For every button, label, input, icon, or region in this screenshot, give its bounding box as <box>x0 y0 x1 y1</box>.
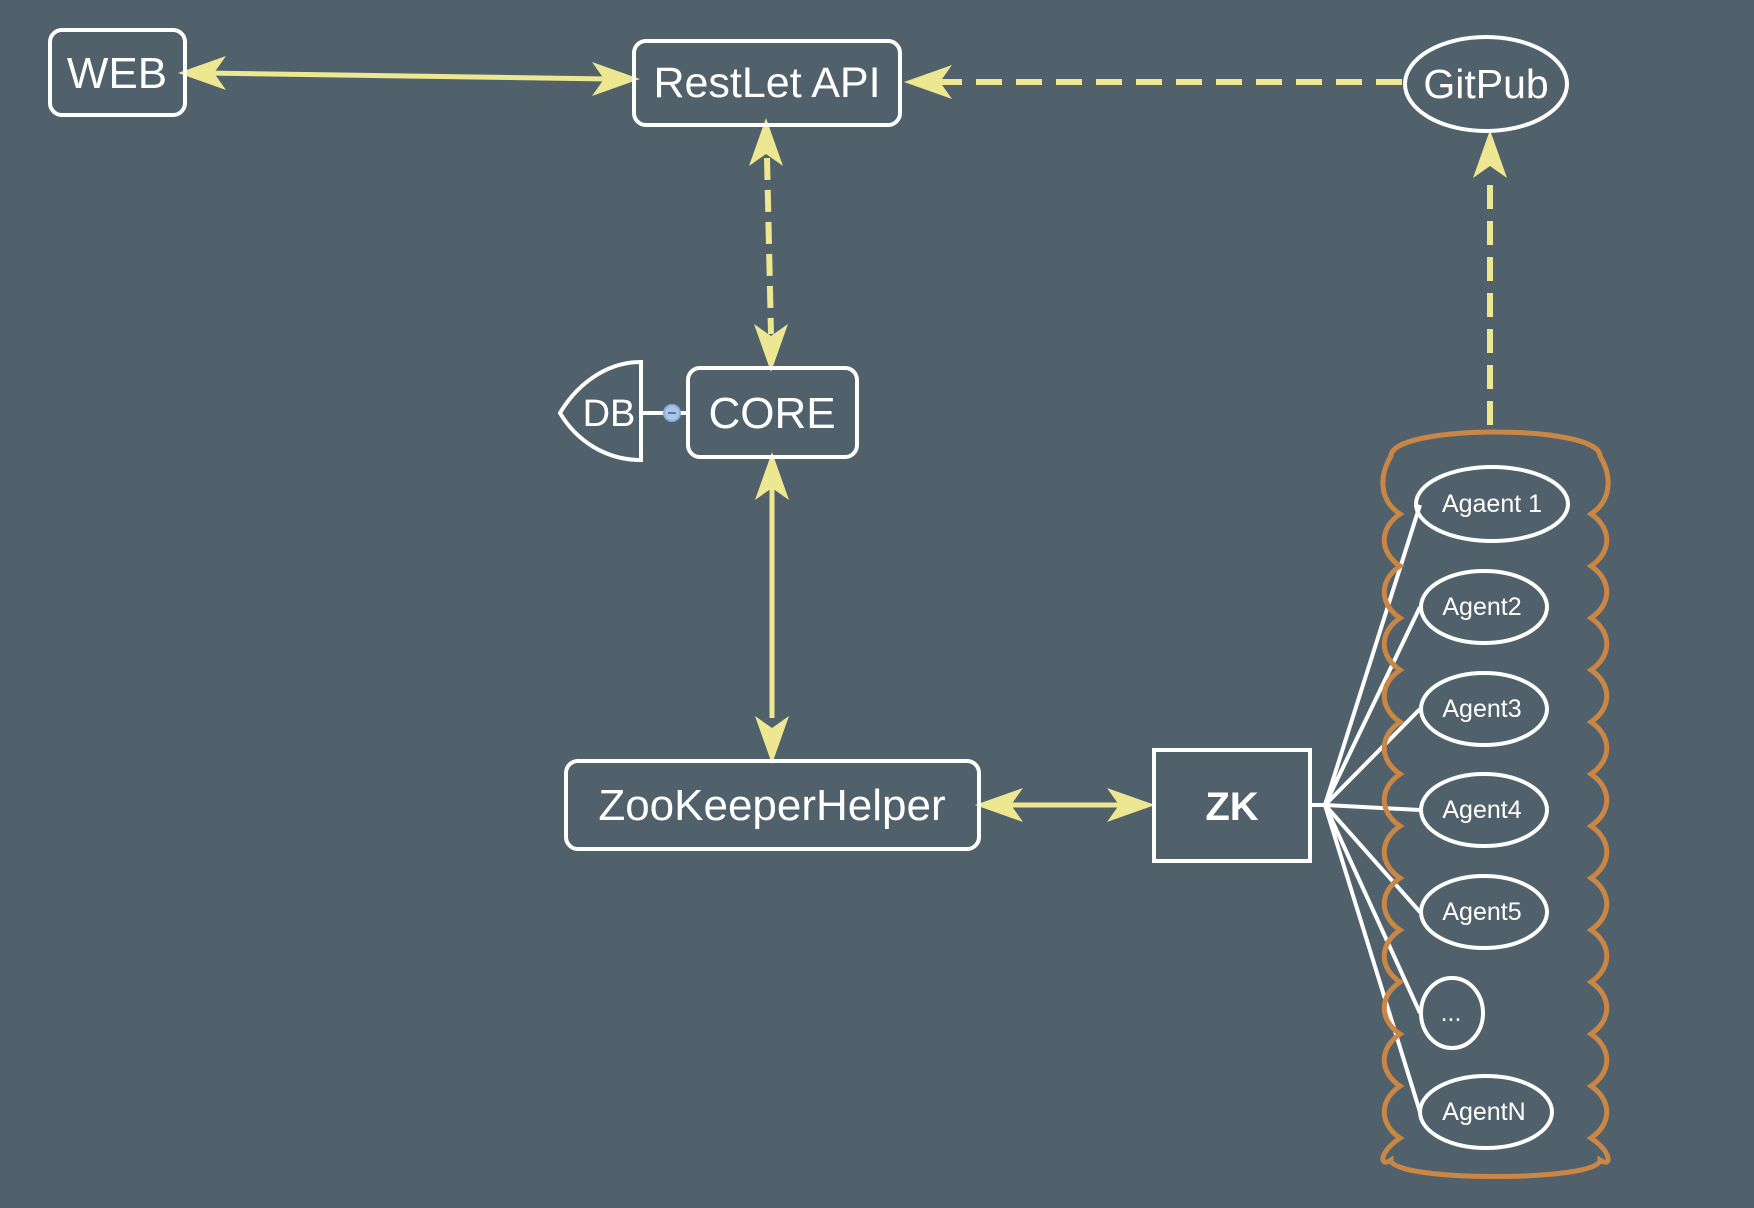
agent-node-5-shape <box>1419 874 1549 950</box>
arrowhead-at-restlet-left <box>592 62 640 96</box>
zk-link-agent5 <box>1323 803 1422 914</box>
arrowhead-at-core-bottom <box>755 452 789 500</box>
agent-node-3-label: Agent3 <box>1442 695 1521 723</box>
node-zookeeper-helper-box <box>564 759 981 851</box>
arrowhead-at-web <box>178 56 226 90</box>
agent-node-2-shape <box>1419 569 1549 645</box>
edge-restlet-core <box>764 157 774 335</box>
agent-node-n[interactable]: AgentN <box>1418 1074 1554 1150</box>
node-core-box <box>686 366 859 459</box>
connectors-layer <box>178 56 1507 1113</box>
arrowhead-at-restlet-bottom <box>749 118 783 166</box>
node-restlet-api[interactable]: RestLet API <box>632 39 902 127</box>
node-web[interactable]: WEB <box>48 28 187 117</box>
agent-node-ellipsis-shape <box>1419 976 1485 1050</box>
zk-link-agent4 <box>1324 803 1421 812</box>
agent-node-3[interactable]: Agent3 <box>1419 671 1549 747</box>
agent-node-2-label: Agent2 <box>1442 593 1521 621</box>
node-core-label: CORE <box>708 389 835 438</box>
node-core[interactable]: CORE <box>686 366 859 459</box>
agent-node-ellipsis[interactable]: ... <box>1419 976 1485 1050</box>
zk-link-agent1 <box>1323 504 1422 806</box>
zk-agent-links <box>1309 504 1422 1113</box>
node-zookeeper-helper[interactable]: ZooKeeperHelper <box>564 759 981 851</box>
agent-node-4-shape <box>1419 772 1549 848</box>
agent-node-n-label: AgentN <box>1442 1098 1525 1126</box>
node-gitpub-shape <box>1403 35 1569 133</box>
node-db-label: DB <box>583 393 636 435</box>
arrowhead-at-restlet-right <box>904 65 952 99</box>
agent-cluster-outline <box>1380 429 1611 1179</box>
agent-node-1-shape <box>1414 465 1570 543</box>
agent-node-1[interactable]: Agaent 1 <box>1414 465 1570 543</box>
zk-link-agent2 <box>1323 606 1422 806</box>
node-zk-box <box>1152 748 1312 863</box>
agent-node-3-shape <box>1419 671 1549 747</box>
arrowhead-at-core-top <box>754 324 788 372</box>
agent-node-n-shape <box>1418 1074 1554 1150</box>
arrowhead-at-zkhelper-top <box>755 716 789 764</box>
agent-node-ellipsis-label: ... <box>1441 999 1462 1027</box>
agent-node-5-label: Agent5 <box>1442 898 1521 926</box>
agent-node-4[interactable]: Agent4 <box>1419 772 1549 848</box>
agent-node-1-label: Agaent 1 <box>1442 490 1542 518</box>
agent-node-2[interactable]: Agent2 <box>1419 569 1549 645</box>
zk-link-agentn <box>1323 804 1422 1113</box>
arrowheads <box>178 56 1507 822</box>
node-restlet-api-label: RestLet API <box>653 59 880 107</box>
node-gitpub[interactable]: GitPub <box>1403 35 1569 133</box>
node-zk-label: ZK <box>1205 785 1258 829</box>
node-db-shape <box>557 359 643 463</box>
node-zk[interactable]: ZK <box>1152 748 1312 863</box>
node-web-label: WEB <box>67 49 167 98</box>
agent-node-4-label: Agent4 <box>1442 796 1521 824</box>
node-restlet-api-box <box>632 39 902 127</box>
agent-node-5[interactable]: Agent5 <box>1419 874 1549 950</box>
arrowhead-at-zkhelper-right <box>975 788 1023 822</box>
node-db[interactable]: DB <box>557 359 643 463</box>
arrowhead-at-zk-left <box>1107 788 1155 822</box>
agent-cluster: Agaent 1 Agent2 Agent3 Agent4 Agent5 ...… <box>1380 429 1611 1179</box>
node-gitpub-label: GitPub <box>1423 61 1548 107</box>
zk-link-agent3 <box>1323 707 1422 807</box>
node-zookeeper-helper-label: ZooKeeperHelper <box>598 781 945 830</box>
node-web-box <box>48 28 187 117</box>
arrowhead-at-gitpub-bottom <box>1473 130 1507 178</box>
edge-web-restlet <box>204 70 609 82</box>
zk-link-ellipsis <box>1323 804 1422 1014</box>
